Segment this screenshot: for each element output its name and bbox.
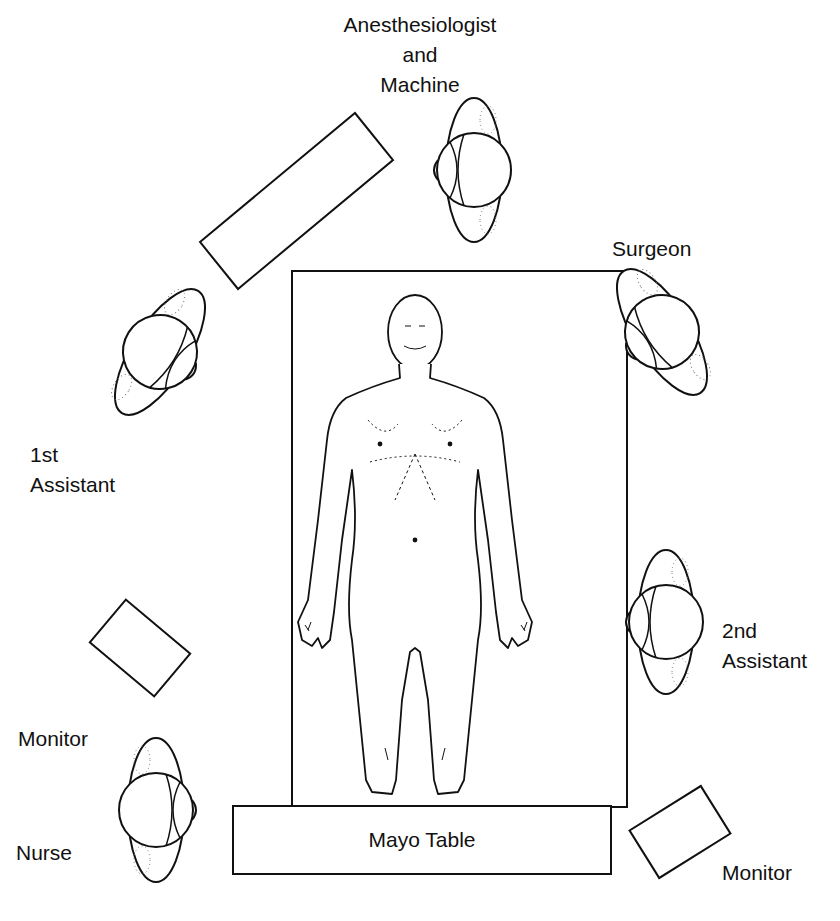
- staff-label: Anesthesiologist and Machine: [330, 10, 510, 100]
- monitor-label: Monitor: [722, 858, 832, 888]
- anesthesia-machine: [200, 113, 393, 289]
- surgeon-figure: [590, 251, 732, 414]
- nurse-figure: [119, 738, 196, 882]
- monitor-right: [630, 786, 731, 878]
- anesthesiologist-figure: [434, 98, 511, 242]
- staff-label: Surgeon: [612, 234, 752, 264]
- first-assistant-figure: [90, 271, 232, 434]
- staff-label: Nurse: [16, 838, 106, 868]
- box-text: Mayo Table: [368, 828, 475, 852]
- staff-label: 1st Assistant: [30, 440, 150, 500]
- operating-table: [292, 271, 627, 807]
- mayo-table: Mayo Table: [232, 805, 612, 875]
- monitor-left: [90, 600, 190, 697]
- patient-figure: [298, 295, 532, 794]
- second-assistant-figure: [626, 550, 703, 694]
- staff-label: 2nd Assistant: [722, 616, 834, 676]
- monitor-label: Monitor: [18, 724, 128, 754]
